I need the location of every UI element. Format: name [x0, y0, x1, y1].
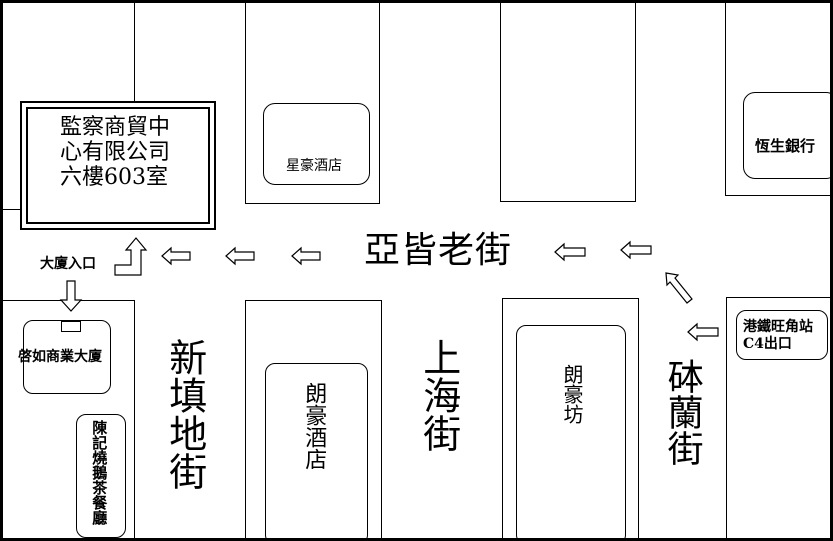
- arrow-left-icon: [554, 242, 586, 262]
- star-hotel-label: 星豪酒店: [286, 158, 342, 174]
- destination-inner-box: 監察商貿中 心有限公司 六樓603室: [26, 107, 210, 224]
- kai-yue-door: [61, 321, 81, 332]
- mtr-exit-label-2: C4出口: [743, 336, 792, 352]
- chan-kee-building: [76, 414, 126, 538]
- mtr-exit-label-1: 港鐵旺角站: [743, 319, 813, 335]
- kai-yue-label: 啓如商業大廈: [18, 349, 102, 365]
- arrow-left-icon: [620, 240, 652, 260]
- hang-seng-building: [743, 92, 833, 179]
- destination-box: 監察商貿中 心有限公司 六樓603室: [20, 101, 216, 230]
- street-shanghai: 上海街: [416, 338, 461, 452]
- langham-place-label: 朗豪坊: [560, 364, 584, 424]
- star-hotel-building: [263, 103, 370, 185]
- langham-place-building: [516, 325, 626, 541]
- destination-line-1: 監察商貿中: [60, 115, 171, 140]
- arrow-down-icon: [59, 280, 83, 312]
- street-a-kai-lo: 亞皆老街: [364, 230, 513, 271]
- entrance-label: 大廈入口: [40, 256, 96, 272]
- chan-kee-label: 陳記燒鵝茶餐廳: [90, 420, 109, 525]
- arrow-left-icon: [687, 322, 719, 342]
- kai-yue-building: [23, 320, 111, 394]
- street-sun-tin: 新填地街: [162, 338, 207, 490]
- block-top-middle: [500, 0, 636, 202]
- mtr-exit-building: [736, 310, 828, 360]
- langham-hotel-building: [265, 363, 368, 541]
- hang-seng-label: 恆生銀行: [755, 137, 816, 155]
- arrow-left-icon: [225, 246, 255, 266]
- arrow-up-left-icon: [665, 272, 693, 304]
- street-sai-yeung-choi: 砵蘭街: [661, 358, 703, 466]
- destination-line-2: 心有限公司: [60, 140, 171, 165]
- arrow-left-icon: [291, 246, 321, 266]
- langham-hotel-label: 朗豪酒店: [301, 382, 327, 470]
- destination-line-3: 六樓603室: [60, 165, 168, 190]
- arrow-left-icon: [161, 246, 191, 266]
- arrow-turn-up-icon: [114, 237, 148, 276]
